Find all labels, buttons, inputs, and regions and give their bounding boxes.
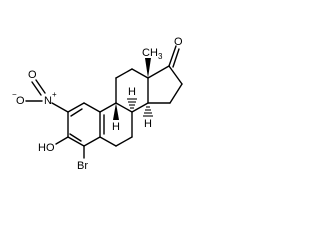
h8-label: H <box>128 86 136 98</box>
ring-c-bonds <box>115 68 149 113</box>
ketone-oxygen-label: O <box>174 36 183 48</box>
methyl-h-label: H <box>150 47 158 59</box>
h14-hash <box>143 106 153 117</box>
nitro-charge-label: + <box>52 90 57 99</box>
ketone-bond <box>168 45 180 68</box>
nitro-n-label: N <box>44 95 52 107</box>
structure-canvas: O C H 3 O N + O − H H H HO Br <box>12 36 183 170</box>
methyl-3-label: 3 <box>158 52 163 61</box>
methyl-c-label: C <box>142 47 150 59</box>
h9-wedge <box>113 103 119 120</box>
h9-label: H <box>112 121 120 133</box>
h14-label: H <box>144 118 152 130</box>
nitro-o2-label: O <box>16 95 25 107</box>
nitro-o1-label: O <box>28 69 37 81</box>
h8-hash <box>127 98 137 109</box>
bromo-label: Br <box>77 160 88 170</box>
molecule-drawing: O C H 3 O N + O − H H H HO Br <box>12 36 183 170</box>
ring-d-bonds <box>147 65 183 104</box>
hydroxyl-label: HO <box>38 142 55 154</box>
methyl-wedge <box>145 58 151 78</box>
nitro-bonds <box>25 79 69 113</box>
hydroxyl-bond <box>55 136 69 145</box>
ring-a-bonds <box>67 102 105 147</box>
nitro-minus-label: − <box>12 90 17 99</box>
ring-b-bonds <box>99 102 133 147</box>
